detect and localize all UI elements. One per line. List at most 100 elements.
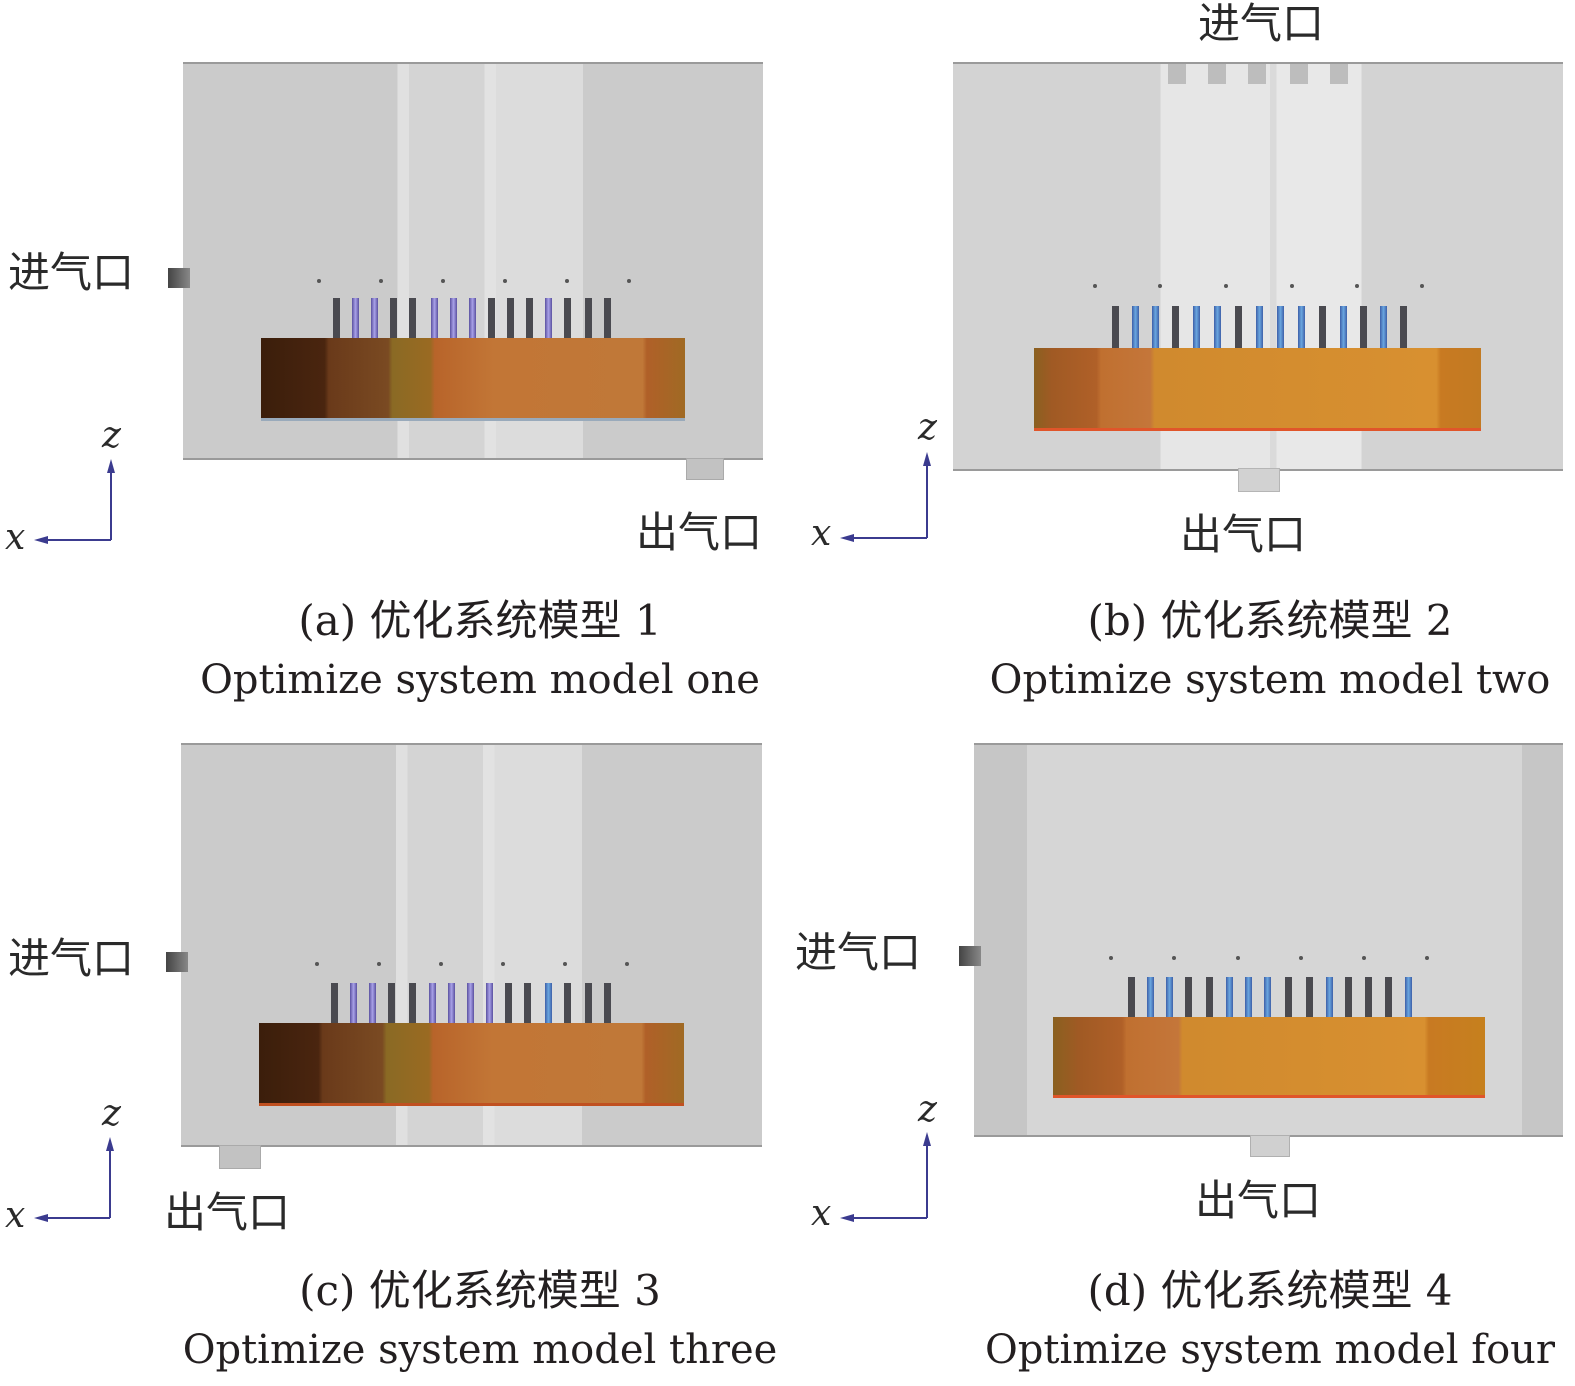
probe-dot (563, 962, 567, 966)
probe-dot (501, 962, 505, 966)
fin (604, 983, 611, 1025)
heatsink-base-d (1053, 1017, 1485, 1098)
fin (1152, 306, 1159, 348)
inlet-port-c (166, 952, 188, 972)
probe-dot (1093, 284, 1097, 288)
probe-dot (1158, 284, 1162, 288)
fin (507, 298, 514, 338)
fin (545, 983, 552, 1025)
heatsink-base-a (261, 338, 685, 421)
fin (486, 983, 493, 1025)
inlet-port-b (1290, 64, 1308, 84)
probe-dot (315, 962, 319, 966)
probe-dot (317, 279, 321, 283)
probe-dot (377, 962, 381, 966)
outlet-port-c (219, 1145, 261, 1169)
inlet-port-d (959, 946, 981, 966)
fin (1214, 306, 1221, 348)
fin (1360, 306, 1367, 348)
outlet-label-c: 出气口 (164, 1188, 291, 1237)
fin (448, 983, 455, 1025)
fin (1345, 977, 1352, 1017)
fin (333, 298, 340, 338)
axis-z-label-b: z (918, 407, 937, 448)
probe-dot (1362, 956, 1366, 960)
inlet-port-b (1208, 64, 1226, 84)
fin (1380, 306, 1387, 348)
fin (1326, 977, 1333, 1017)
probe-dot (1224, 284, 1228, 288)
axis-triad-a (34, 459, 115, 544)
outlet-label-d: 出气口 (1195, 1176, 1322, 1225)
caption-cn-a: (a) 优化系统模型 1 (298, 596, 662, 645)
inlet-label-d: 进气口 (795, 928, 922, 977)
fin (1298, 306, 1305, 348)
fin (1285, 977, 1292, 1017)
fin (1193, 306, 1200, 348)
fin (1226, 977, 1233, 1017)
fin (564, 298, 571, 338)
probe-dot (1420, 284, 1424, 288)
fin (1340, 306, 1347, 348)
probe-dot (565, 279, 569, 283)
fin (585, 298, 592, 338)
outlet-port-b (1238, 468, 1280, 492)
fin (1400, 306, 1407, 348)
fin (526, 298, 533, 338)
fin (1385, 977, 1392, 1017)
fin (1256, 306, 1263, 348)
probe-dot (1290, 284, 1294, 288)
axis-x-label-b: x (811, 513, 832, 554)
axis-z-label-d: z (918, 1089, 937, 1130)
fin (1112, 306, 1119, 348)
fin (409, 298, 416, 338)
outlet-port-d (1250, 1135, 1290, 1157)
probe-dot (503, 279, 507, 283)
probe-dot (1425, 956, 1429, 960)
inlet-port-b (1168, 64, 1186, 84)
inlet-port-b (1248, 64, 1266, 84)
fin (1147, 977, 1154, 1017)
fin (1172, 306, 1179, 348)
probe-dot (439, 962, 443, 966)
fin (585, 983, 592, 1025)
caption-en-a: Optimize system model one (200, 657, 760, 703)
fin (488, 298, 495, 338)
fin (1235, 306, 1242, 348)
fin (369, 983, 376, 1025)
axis-triad-d (840, 1132, 931, 1222)
fin (564, 983, 571, 1025)
caption-en-d: Optimize system model four (984, 1327, 1556, 1373)
caption-cn-c: (c) 优化系统模型 3 (299, 1266, 661, 1315)
fin (1166, 977, 1173, 1017)
fin (505, 983, 512, 1025)
fin (545, 298, 552, 338)
fin (388, 983, 395, 1025)
inlet-port-b (1330, 64, 1348, 84)
inlet-label-b: 进气口 (1198, 0, 1325, 48)
probe-dot (379, 279, 383, 283)
axis-triad-c (34, 1137, 114, 1222)
fin (1264, 977, 1271, 1017)
probe-dot (627, 279, 631, 283)
fin (1365, 977, 1372, 1017)
fin (1277, 306, 1284, 348)
fin (1185, 977, 1192, 1017)
fin (1245, 977, 1252, 1017)
axis-z-label-c: z (102, 1093, 121, 1134)
inlet-label-c: 进气口 (8, 934, 135, 983)
axis-x-label-a: x (5, 517, 26, 558)
fin (467, 983, 474, 1025)
fin (1319, 306, 1326, 348)
heatsink-base-b (1034, 348, 1481, 431)
fin (1306, 977, 1313, 1017)
probe-dot (1299, 956, 1303, 960)
fin (604, 298, 611, 338)
caption-cn-b: (b) 优化系统模型 2 (1087, 596, 1453, 645)
inlet-port-a (168, 268, 190, 288)
axis-triad-b (840, 452, 931, 542)
axis-z-label-a: z (102, 415, 121, 456)
caption-en-b: Optimize system model two (989, 657, 1551, 703)
fin (350, 983, 357, 1025)
fin (429, 983, 436, 1025)
